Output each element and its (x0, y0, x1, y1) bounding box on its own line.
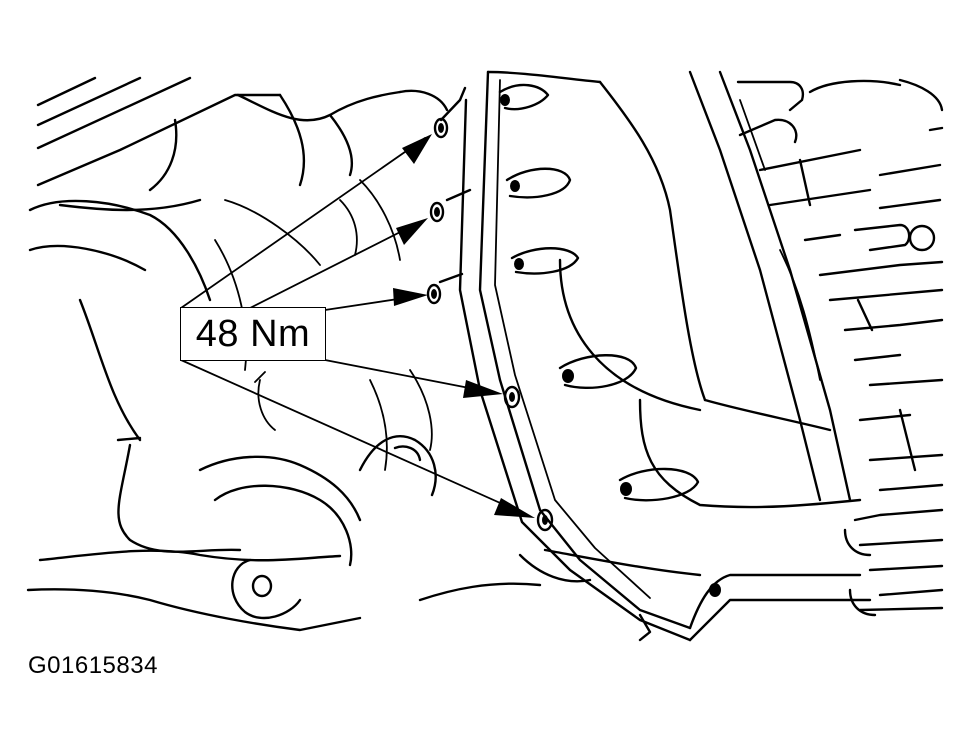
arrowhead-1 (402, 134, 432, 164)
bolt-2 (429, 201, 445, 223)
boss-1 (498, 83, 550, 111)
arrowhead-4 (463, 380, 503, 398)
valve-body-ribs (736, 78, 944, 617)
arrowhead-5 (494, 498, 535, 518)
boss-6 (709, 583, 721, 597)
arrowhead-2 (396, 218, 428, 245)
bolt-3 (426, 283, 442, 305)
boss-2 (505, 167, 572, 199)
arrowhead-3 (393, 288, 428, 306)
flange-bolts (426, 86, 554, 532)
pan-bolt-bosses (498, 83, 721, 597)
torque-callout-label: 48 Nm (181, 308, 325, 360)
torque-callout-leaders (180, 134, 535, 518)
engine-housing-outline (26, 76, 592, 632)
boss-5 (618, 467, 700, 502)
boss-4 (558, 354, 638, 390)
boss-3 (510, 247, 580, 275)
bolt-1 (433, 117, 449, 139)
figure-id: G01615834 (28, 652, 158, 679)
bolt-5 (536, 508, 554, 532)
bolt-4 (503, 385, 521, 409)
